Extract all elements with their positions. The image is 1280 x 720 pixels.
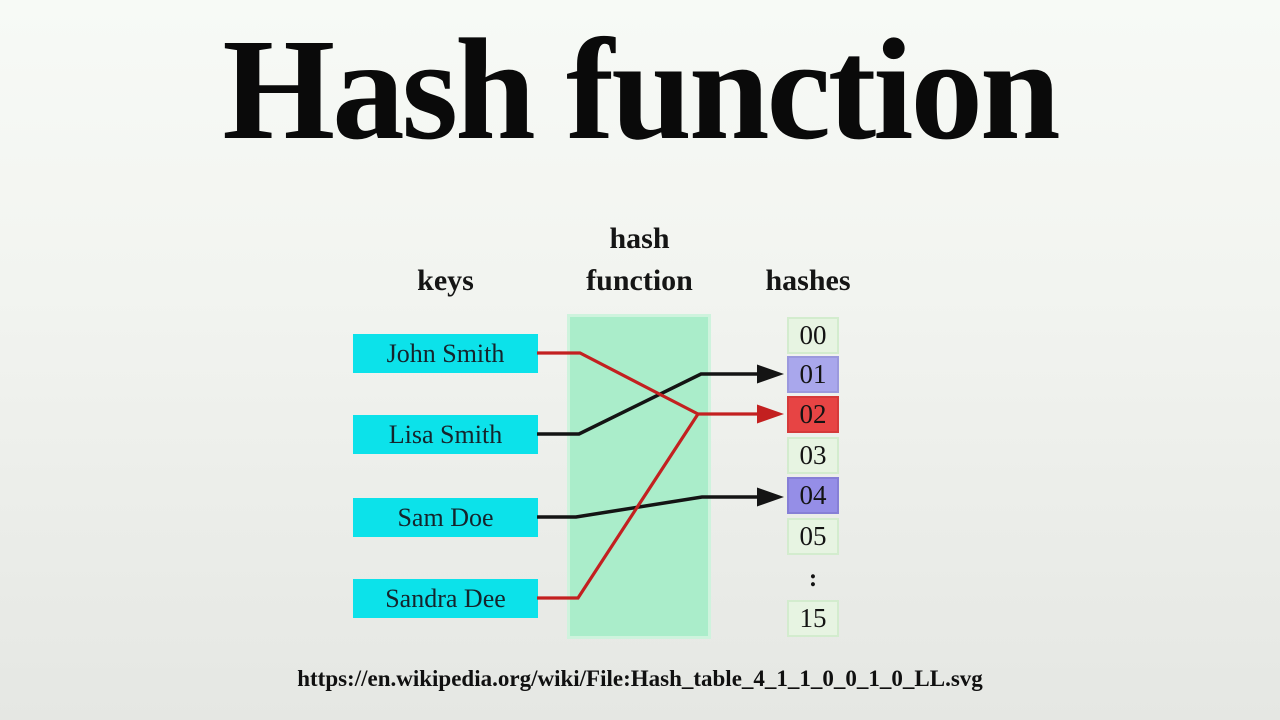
hash-cell-15: 15	[787, 600, 839, 637]
key-box-sam-doe: Sam Doe	[353, 498, 538, 537]
hash-function-column-label: hash function	[552, 218, 727, 302]
arrowhead-01-icon	[757, 364, 784, 384]
hash-cell-04: 04	[787, 477, 839, 514]
key-box-sandra-dee: Sandra Dee	[353, 579, 538, 618]
hash-cells-ellipsis: :	[808, 564, 818, 592]
source-url: https://en.wikipedia.org/wiki/File:Hash_…	[297, 666, 983, 691]
hash-function-box	[567, 314, 711, 639]
hash-cell-00: 00	[787, 317, 839, 354]
arrowhead-04-icon	[757, 487, 784, 507]
hash-cell-03: 03	[787, 437, 839, 474]
arrowhead-02-icon	[757, 404, 784, 424]
key-label: Sandra Dee	[385, 583, 506, 613]
hash-cell-01: 01	[787, 356, 839, 393]
page-title: Hash function	[222, 10, 1060, 170]
key-label: Lisa Smith	[388, 419, 503, 449]
key-label: John Smith	[386, 338, 505, 368]
keys-column-label: keys	[417, 264, 474, 297]
hashes-column-label: hashes	[765, 264, 851, 297]
hash-cell-05: 05	[787, 518, 839, 555]
hash-function-label-line1: hash	[609, 222, 670, 255]
key-box-john-smith: John Smith	[353, 334, 538, 373]
hash-function-label-line2: function	[586, 264, 693, 297]
key-label: Sam Doe	[397, 502, 494, 532]
hash-cell-02: 02	[787, 396, 839, 433]
key-box-lisa-smith: Lisa Smith	[353, 415, 538, 454]
